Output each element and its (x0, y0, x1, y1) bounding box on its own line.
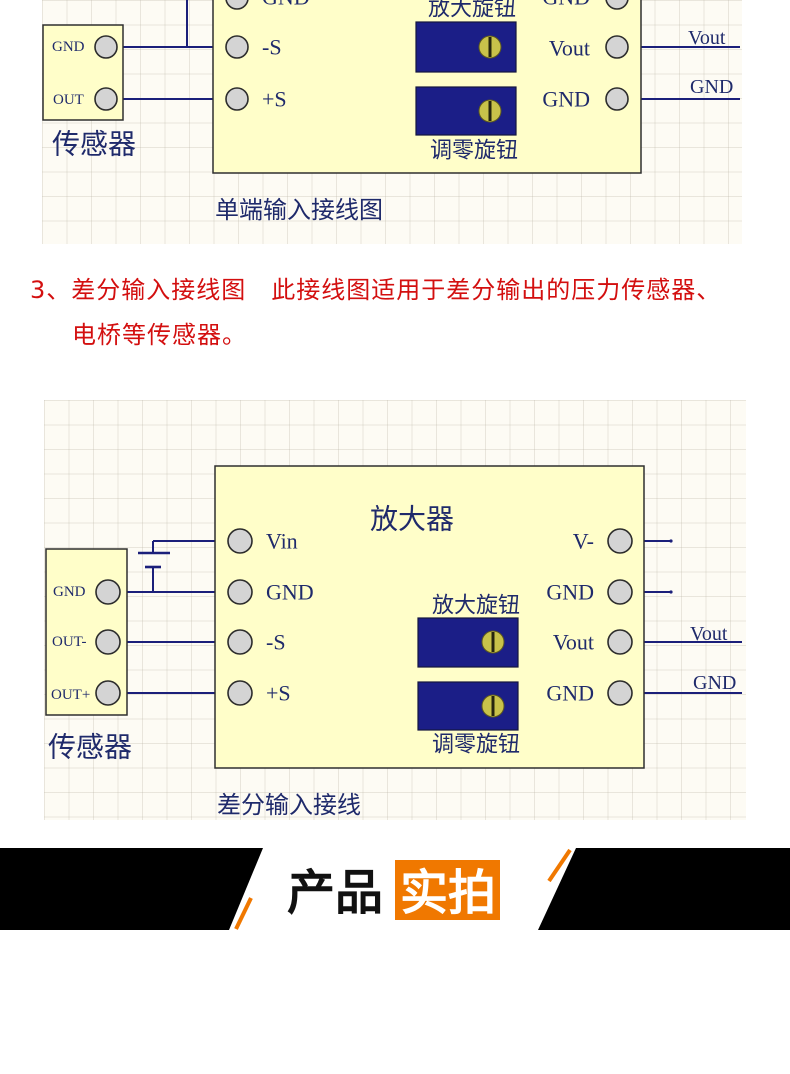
wire-v-minus-stub-end (669, 539, 673, 543)
amp-pin-label-gnd-right-top: GND (542, 0, 590, 10)
sensor-pin-label-out-minus: OUT- (52, 634, 86, 650)
amp-pin-label-gnd-left: GND (266, 580, 314, 605)
amp-terminal-gnd-right (607, 680, 633, 706)
amp-pin-label-plus-s: +S (266, 681, 291, 706)
sensor-pin-label-gnd: GND (52, 39, 85, 55)
sensor-pin-label-out: OUT (53, 92, 84, 108)
zero-knob (417, 681, 519, 731)
gain-knob (417, 617, 519, 668)
sensor-terminal-gnd (95, 579, 121, 605)
differential-wires (120, 539, 742, 694)
single-ended-wires (117, 0, 740, 100)
section-note-line-1: 3、差分输入接线图 此接线图适用于差分输出的压力传感器、 (30, 276, 722, 304)
amp-terminal-minus-s (225, 35, 249, 59)
diagram-caption: 单端输入接线图 (215, 197, 383, 224)
sensor-pin-label-out-plus: OUT+ (51, 687, 90, 703)
diagram-caption: 差分输入接线 (217, 792, 361, 819)
banner-highlight-box (395, 860, 500, 920)
output-label-vout: Vout (688, 27, 726, 49)
sensor-title: 传感器 (48, 732, 132, 764)
sensor-terminal-gnd (94, 35, 118, 59)
gain-knob-label: 放大旋钮 (432, 593, 520, 618)
amp-pin-label-vout: Vout (549, 36, 590, 61)
amp-terminal-gnd-left (225, 0, 249, 10)
banner-accent-slash-right (547, 848, 572, 883)
sensor-terminal-out (94, 87, 118, 111)
amp-pin-label-gnd-right: GND (546, 681, 594, 706)
amp-terminal-gnd-right-top (605, 0, 629, 10)
amp-terminal-plus-s (227, 680, 253, 706)
amp-pin-label-vin: Vin (266, 529, 298, 554)
single-ended-wiring-diagram: GND OUT 传感器 GND -S +S 放大旋钮 (42, 0, 742, 244)
single-ended-diagram-canvas: GND OUT 传感器 GND -S +S 放大旋钮 (42, 0, 740, 224)
gain-knob-label: 放大旋钮 (428, 0, 516, 21)
amp-terminal-v-minus (607, 528, 633, 554)
amp-pin-label-gnd-left: GND (262, 0, 310, 10)
sensor-block: GND OUT 传感器 (42, 24, 136, 161)
amplifier-block: 放大器 Vin GND -S +S V- GND Vout GND 放大旋钮 (214, 465, 645, 769)
amp-terminal-gnd-left (227, 579, 253, 605)
product-photos-banner: 产品 实拍 (0, 848, 790, 930)
amp-terminal-vout (607, 629, 633, 655)
banner-accent-slash-left (234, 897, 253, 930)
amp-terminal-vin (227, 528, 253, 554)
section-note-line-2: 电桥等传感器。 (72, 321, 247, 349)
amp-terminal-plus-s (225, 87, 249, 111)
amp-pin-label-v-minus: V- (573, 529, 594, 554)
zero-knob-label: 调零旋钮 (432, 732, 520, 757)
output-label-vout: Vout (690, 623, 728, 645)
output-label-gnd: GND (690, 76, 733, 98)
amp-pin-label-plus-s: +S (262, 87, 287, 112)
sensor-terminal-out-plus (95, 680, 121, 706)
sensor-pin-label-gnd: GND (53, 584, 86, 600)
amp-terminal-gnd-right-top (607, 579, 633, 605)
amp-terminal-vout (605, 35, 629, 59)
banner-title-plain: 产品 (287, 865, 383, 921)
sensor-terminal-out-minus (95, 629, 121, 655)
amp-terminal-gnd-right (605, 87, 629, 111)
amp-terminal-minus-s (227, 629, 253, 655)
amplifier-title: 放大器 (370, 504, 454, 536)
wire-gnd-stub-end (669, 590, 673, 594)
banner-title-highlight: 实拍 (400, 865, 496, 921)
output-label-gnd: GND (693, 672, 736, 694)
amp-pin-label-vout: Vout (553, 630, 594, 655)
sensor-title: 传感器 (52, 129, 136, 161)
differential-wiring-diagram: GND OUT- OUT+ 传感器 放大器 Vin GND -S +S V- (44, 400, 746, 820)
differential-diagram-canvas: GND OUT- OUT+ 传感器 放大器 Vin GND -S +S V- (45, 465, 742, 819)
amp-pin-label-minus-s: -S (262, 35, 282, 60)
sensor-block: GND OUT- OUT+ 传感器 (45, 548, 132, 764)
zero-knob (415, 86, 517, 136)
amplifier-block: GND -S +S 放大旋钮 调零旋钮 GND Vout GND (212, 0, 642, 174)
gain-knob (415, 21, 517, 73)
amp-pin-label-minus-s: -S (266, 630, 286, 655)
zero-knob-label: 调零旋钮 (430, 138, 518, 163)
amp-pin-label-gnd-right: GND (542, 87, 590, 112)
amp-pin-label-gnd-right-top: GND (546, 580, 594, 605)
